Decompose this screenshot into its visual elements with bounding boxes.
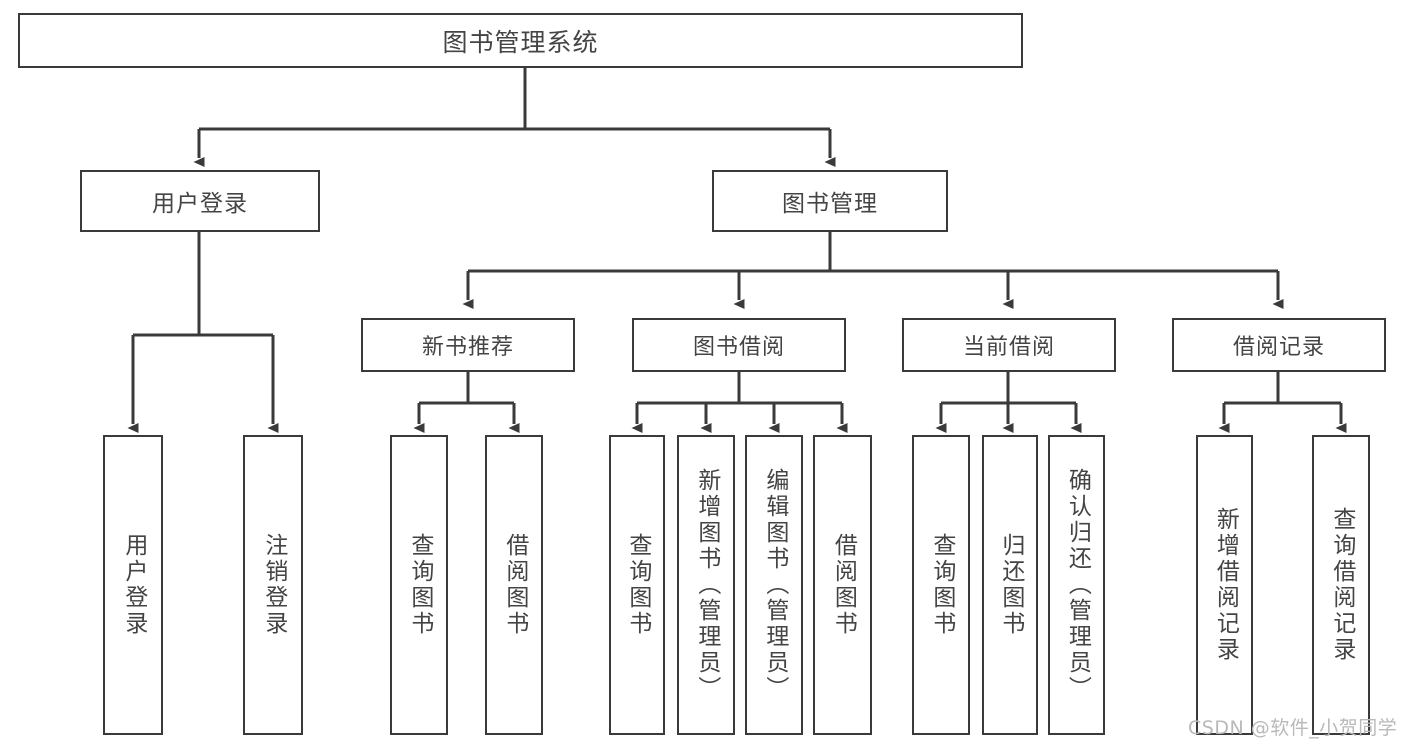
node-leaf-confirm-return-admin[interactable]: 确认归还（管理员） <box>1048 435 1105 735</box>
node-leaf-borrow-book-1-label: 借阅图书 <box>501 533 528 637</box>
node-user-login[interactable]: 用户登录 <box>80 170 320 232</box>
node-leaf-borrow-book-2-label: 借阅图书 <box>830 533 857 637</box>
node-leaf-user-login[interactable]: 用户登录 <box>103 435 163 735</box>
node-leaf-borrow-book-2[interactable]: 借阅图书 <box>813 435 872 735</box>
node-leaf-edit-book-admin-label: 编辑图书（管理员） <box>761 468 788 702</box>
node-leaf-query-book-3-label: 查询图书 <box>928 533 955 637</box>
node-leaf-query-borrow-record-label: 查询借阅记录 <box>1328 507 1355 663</box>
node-leaf-logout-login[interactable]: 注销登录 <box>243 435 303 735</box>
node-current-borrow[interactable]: 当前借阅 <box>902 318 1116 372</box>
node-leaf-query-borrow-record[interactable]: 查询借阅记录 <box>1312 435 1370 735</box>
node-current-borrow-label: 当前借阅 <box>962 335 1055 360</box>
node-borrow-record[interactable]: 借阅记录 <box>1172 318 1386 372</box>
node-user-login-label: 用户登录 <box>152 191 248 217</box>
node-leaf-add-borrow-record-label: 新增借阅记录 <box>1212 507 1239 663</box>
node-leaf-logout-login-label: 注销登录 <box>260 533 287 637</box>
node-book-borrow-label: 图书借阅 <box>692 335 785 360</box>
node-book-management-label: 图书管理 <box>782 191 878 217</box>
node-leaf-query-book-2-label: 查询图书 <box>624 533 651 637</box>
node-leaf-add-book-admin-label: 新增图书（管理员） <box>693 468 720 702</box>
node-leaf-return-book[interactable]: 归还图书 <box>982 435 1038 735</box>
node-leaf-return-book-label: 归还图书 <box>997 533 1024 637</box>
node-leaf-add-borrow-record[interactable]: 新增借阅记录 <box>1196 435 1253 735</box>
node-book-borrow[interactable]: 图书借阅 <box>632 318 846 372</box>
node-root[interactable]: 图书管理系统 <box>18 13 1023 68</box>
node-leaf-edit-book-admin[interactable]: 编辑图书（管理员） <box>745 435 803 735</box>
node-leaf-query-book-1-label: 查询图书 <box>406 533 433 637</box>
node-leaf-query-book-1[interactable]: 查询图书 <box>390 435 448 735</box>
node-leaf-query-book-2[interactable]: 查询图书 <box>609 435 665 735</box>
node-leaf-query-book-3[interactable]: 查询图书 <box>912 435 970 735</box>
node-leaf-borrow-book-1[interactable]: 借阅图书 <box>485 435 543 735</box>
node-new-book-recommend[interactable]: 新书推荐 <box>361 318 575 372</box>
node-root-label: 图书管理系统 <box>442 27 599 57</box>
node-leaf-confirm-return-admin-label: 确认归还（管理员） <box>1064 468 1091 702</box>
node-book-management[interactable]: 图书管理 <box>712 170 948 232</box>
node-borrow-record-label: 借阅记录 <box>1232 335 1325 360</box>
node-new-book-recommend-label: 新书推荐 <box>421 335 514 360</box>
node-leaf-add-book-admin[interactable]: 新增图书（管理员） <box>677 435 735 735</box>
csdn-watermark: CSDN @软件_小贺同学 <box>1188 717 1398 739</box>
node-leaf-user-login-label: 用户登录 <box>120 533 147 637</box>
